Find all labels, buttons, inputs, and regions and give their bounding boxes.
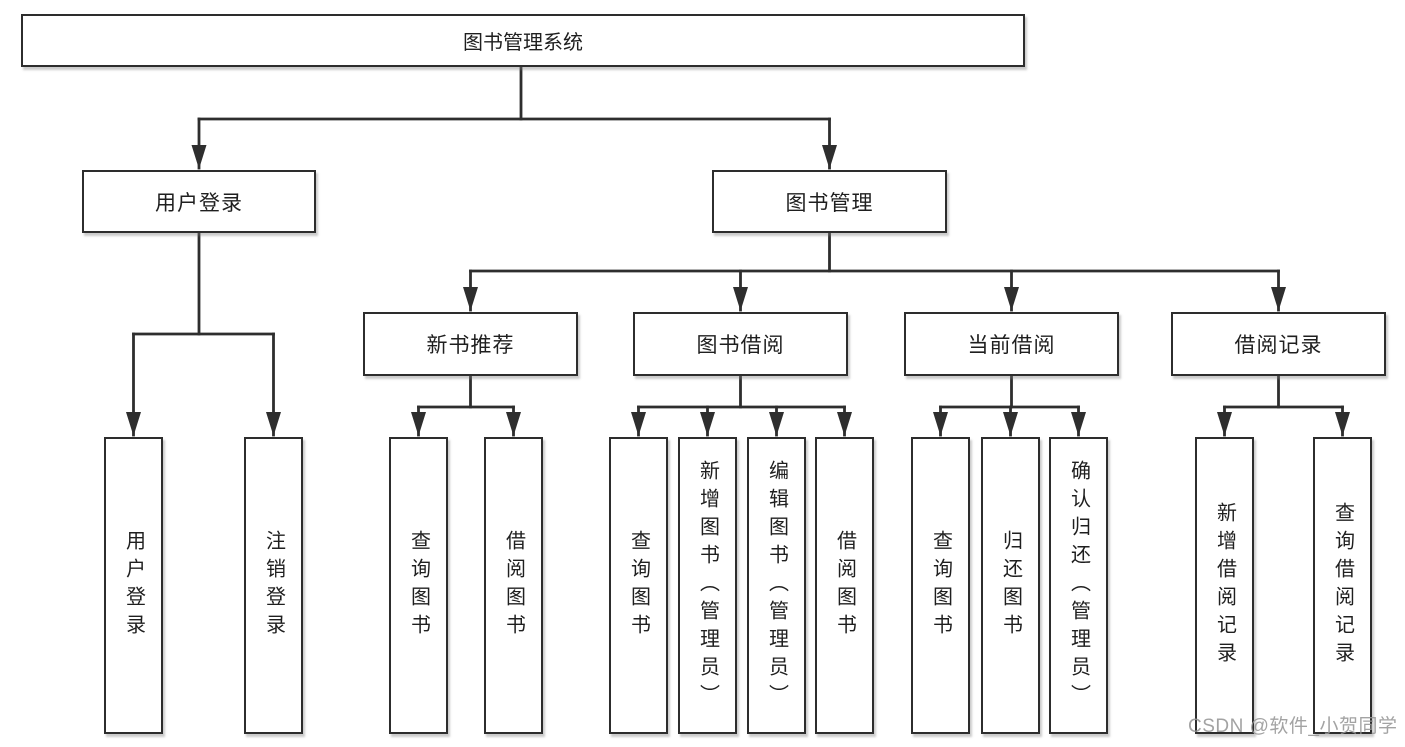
node-borrow-records-label: 借阅记录 bbox=[1234, 334, 1323, 357]
leaf-return-books-label: 归还图书 bbox=[999, 529, 1022, 642]
connector-user-login-children bbox=[126, 231, 281, 437]
leaf-edit-books-admin: 编辑图书（管理员） bbox=[747, 437, 806, 734]
node-borrow-records: 借阅记录 bbox=[1171, 312, 1386, 376]
leaf-edit-books-admin-label: 编辑图书（管理员） bbox=[765, 459, 788, 712]
node-user-login-label: 用户登录 bbox=[155, 191, 243, 215]
leaf-current-query-books-label: 查询图书 bbox=[929, 529, 952, 642]
node-book-management-label: 图书管理 bbox=[785, 191, 874, 215]
csdn-watermark: CSDN @软件_小贺同学 bbox=[1188, 716, 1398, 737]
leaf-confirm-return-admin-label: 确认归还（管理员） bbox=[1067, 459, 1090, 712]
node-root-label: 图书管理系统 bbox=[463, 32, 583, 54]
connector-current-borrow-children bbox=[933, 374, 1086, 437]
node-book-borrow: 图书借阅 bbox=[633, 312, 848, 376]
leaf-return-books: 归还图书 bbox=[981, 437, 1040, 734]
connector-new-book-children bbox=[411, 374, 521, 437]
leaf-logout-label: 注销登录 bbox=[262, 529, 285, 642]
node-book-borrow-label: 图书借阅 bbox=[696, 334, 785, 357]
node-new-book-recommend-label: 新书推荐 bbox=[426, 334, 515, 357]
leaf-recommend-query-books-label: 查询图书 bbox=[407, 529, 430, 642]
node-root-system: 图书管理系统 bbox=[21, 14, 1025, 67]
leaf-user-login: 用户登录 bbox=[104, 437, 163, 734]
node-current-borrow: 当前借阅 bbox=[904, 312, 1119, 376]
leaf-current-query-books: 查询图书 bbox=[911, 437, 970, 734]
leaf-borrow-books: 借阅图书 bbox=[815, 437, 874, 734]
leaf-add-borrow-record-label: 新增借阅记录 bbox=[1213, 501, 1236, 670]
connector-root-to-level2 bbox=[191, 64, 837, 170]
leaf-add-books-admin: 新增图书（管理员） bbox=[678, 437, 737, 734]
leaf-recommend-query-books: 查询图书 bbox=[389, 437, 448, 734]
leaf-borrow-query-books: 查询图书 bbox=[609, 437, 668, 734]
leaf-add-books-admin-label: 新增图书（管理员） bbox=[696, 459, 719, 712]
leaf-query-borrow-record-label: 查询借阅记录 bbox=[1331, 501, 1354, 670]
node-new-book-recommend: 新书推荐 bbox=[363, 312, 578, 376]
connector-borrow-records-children bbox=[1217, 374, 1350, 437]
leaf-add-borrow-record: 新增借阅记录 bbox=[1195, 437, 1254, 734]
leaf-borrow-query-books-label: 查询图书 bbox=[627, 529, 650, 642]
connector-book-mgmt-to-level3 bbox=[463, 231, 1286, 312]
leaf-borrow-books-label: 借阅图书 bbox=[833, 529, 856, 642]
node-user-login: 用户登录 bbox=[82, 170, 316, 233]
node-book-management: 图书管理 bbox=[712, 170, 947, 233]
leaf-recommend-borrow-books-label: 借阅图书 bbox=[502, 529, 525, 642]
leaf-user-login-label: 用户登录 bbox=[122, 529, 145, 642]
leaf-query-borrow-record: 查询借阅记录 bbox=[1313, 437, 1372, 734]
leaf-logout: 注销登录 bbox=[244, 437, 303, 734]
connector-book-borrow-children bbox=[631, 374, 852, 437]
leaf-confirm-return-admin: 确认归还（管理员） bbox=[1049, 437, 1108, 734]
leaf-recommend-borrow-books: 借阅图书 bbox=[484, 437, 543, 734]
node-current-borrow-label: 当前借阅 bbox=[967, 334, 1056, 357]
